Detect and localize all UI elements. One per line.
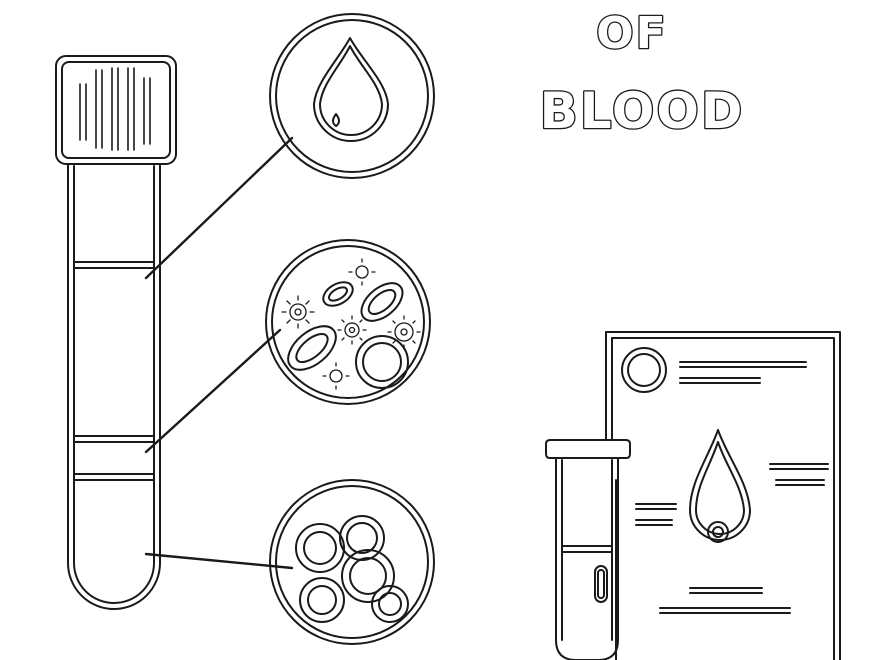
test-tube-icon xyxy=(55,55,177,610)
title-line-2: BLOOD xyxy=(540,82,745,140)
blood-cells-icon xyxy=(265,239,431,405)
red-cells-icon xyxy=(269,479,435,645)
lab-report-icon xyxy=(545,331,841,660)
drop-icon xyxy=(269,13,435,179)
connector-lines xyxy=(144,136,294,570)
title-line-1: OF xyxy=(596,8,667,59)
